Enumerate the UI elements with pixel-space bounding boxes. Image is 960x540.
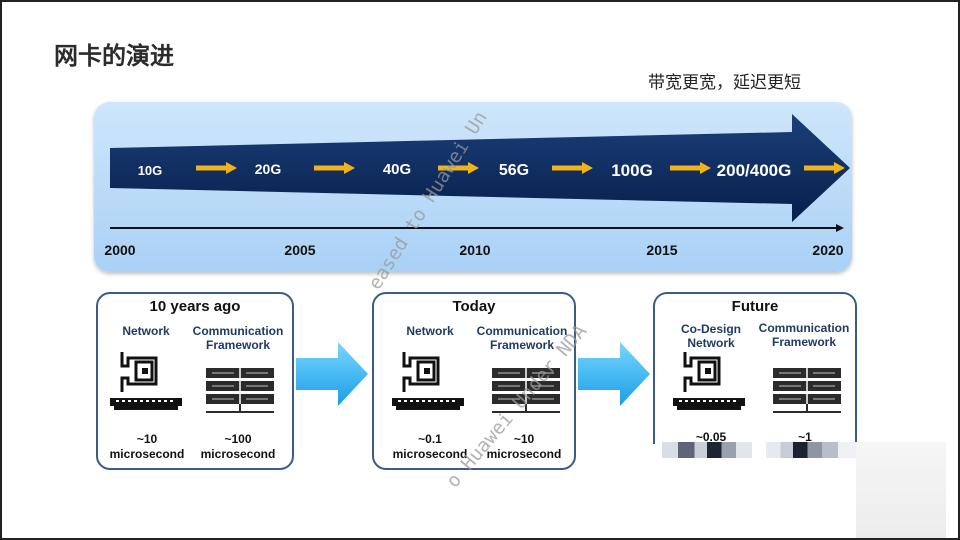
white-overlay xyxy=(856,442,946,538)
stage-future: Future Co-Design Network Communication F… xyxy=(653,292,857,444)
speed-arrow-5 xyxy=(670,162,711,174)
network-label: Co-Design Network xyxy=(681,322,741,350)
stage-10-years-ago: 10 years ago Network Communication Frame… xyxy=(96,292,294,470)
speed-label: 10G xyxy=(138,163,163,178)
transition-arrow xyxy=(296,342,368,406)
year-label: 2020 xyxy=(812,242,843,258)
network-label: Network xyxy=(406,324,454,338)
speed-arrow-4 xyxy=(552,162,593,174)
nic-card-icon xyxy=(673,352,745,410)
speed-arrow-6 xyxy=(804,162,845,174)
network-latency: ~0.05 xyxy=(695,430,727,444)
bandwidth-arrow xyxy=(110,114,850,222)
framework-label: Communication Framework xyxy=(758,321,850,349)
framework-latency: ~10 microsecond xyxy=(486,432,562,461)
network-label: Network xyxy=(122,324,170,338)
stage-today: Today Network Communication Framework ~0… xyxy=(372,292,576,470)
obscured-region xyxy=(766,442,856,458)
network-latency: ~10 microsecond xyxy=(109,432,185,461)
stage-title: 10 years ago xyxy=(149,298,241,315)
slide-title: 网卡的演进 xyxy=(54,42,174,70)
speed-arrow-3 xyxy=(438,162,479,174)
speed-label: 40G xyxy=(383,161,411,178)
slide-subtitle: 带宽更宽，延迟更短 xyxy=(648,73,801,93)
speed-label: 200/400G xyxy=(717,161,792,180)
framework-latency: ~100 microsecond xyxy=(200,432,276,461)
framework-label: Communication Framework xyxy=(192,324,284,352)
speed-arrow-1 xyxy=(196,162,237,174)
server-rack-icon xyxy=(773,368,841,413)
speed-label: 100G xyxy=(611,161,653,180)
nic-card-icon xyxy=(392,352,464,410)
year-label: 2005 xyxy=(284,242,315,258)
obscured-region xyxy=(662,442,752,458)
speed-arrow-2 xyxy=(314,162,355,174)
stage-title: Today xyxy=(452,298,496,315)
transition-arrow xyxy=(578,342,650,406)
server-rack-icon xyxy=(492,368,560,413)
timeline-panel: 10G 20G 40G 56G 100G 200/400G 2000 2005 … xyxy=(94,102,852,272)
stage-title: Future xyxy=(731,298,779,315)
nic-card-icon xyxy=(110,352,182,410)
timeline-axis-head xyxy=(836,224,844,232)
network-latency: ~0.1 microsecond xyxy=(392,432,468,461)
server-rack-icon xyxy=(206,368,274,413)
framework-label: Communication Framework xyxy=(476,324,568,352)
framework-latency: ~1 xyxy=(798,430,812,444)
year-label: 2010 xyxy=(459,242,490,258)
speed-label: 56G xyxy=(499,162,529,179)
year-label: 2000 xyxy=(104,242,135,258)
speed-label: 20G xyxy=(255,161,282,177)
timeline-graphic: 10G 20G 40G 56G 100G 200/400G 2000 2005 … xyxy=(104,114,850,258)
year-label: 2015 xyxy=(646,242,677,258)
